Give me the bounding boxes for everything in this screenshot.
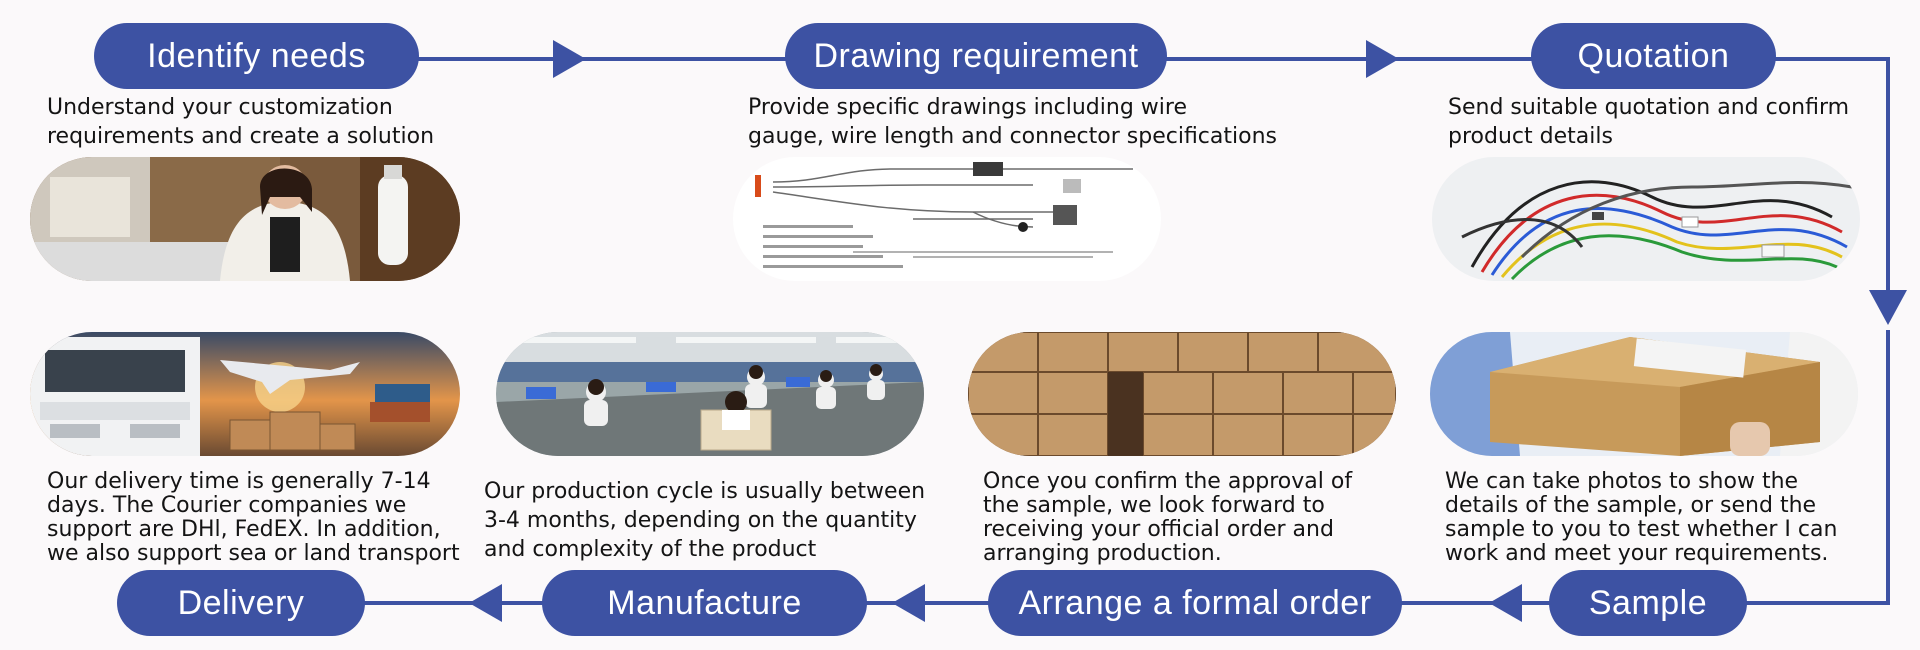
step-delivery-label: Delivery bbox=[117, 570, 365, 636]
wire-harness-photo bbox=[1432, 157, 1860, 281]
step-drawing-requirement-description: Provide specific drawings including wire… bbox=[748, 95, 1277, 149]
truck-plane-photo bbox=[30, 332, 460, 456]
connector-line bbox=[1775, 57, 1890, 295]
businesswoman-phone-photo bbox=[30, 157, 460, 281]
step-delivery-description: Our delivery time is generally 7-14 days… bbox=[47, 469, 460, 566]
wiring-drawing-photo bbox=[733, 157, 1161, 281]
step-manufacture-description: Our production cycle is usually between … bbox=[484, 479, 926, 562]
step-sample-description: We can take photos to show the details o… bbox=[1445, 469, 1838, 566]
step-arrange-formal-order-label: Arrange a formal order bbox=[988, 570, 1402, 636]
step-manufacture-label: Manufacture bbox=[542, 570, 867, 636]
arrow-left-icon bbox=[1489, 584, 1522, 622]
arrow-right-icon bbox=[1366, 40, 1399, 78]
step-quotation-description: Send suitable quotation and confirm prod… bbox=[1448, 95, 1850, 149]
step-quotation-label: Quotation bbox=[1531, 23, 1776, 89]
step-identify-needs-label: Identify needs bbox=[94, 23, 419, 89]
arrow-left-icon bbox=[469, 584, 502, 622]
arrow-right-icon bbox=[553, 40, 586, 78]
carton-stacks-photo bbox=[968, 332, 1396, 456]
step-drawing-requirement-label: Drawing requirement bbox=[785, 23, 1167, 89]
arrow-down-icon bbox=[1869, 290, 1907, 325]
connector-line bbox=[1745, 330, 1890, 605]
parcel-box-photo bbox=[1430, 332, 1858, 456]
factory-workers-photo bbox=[496, 332, 924, 456]
step-identify-needs-description: Understand your customization requiremen… bbox=[47, 95, 435, 149]
step-sample-label: Sample bbox=[1549, 570, 1747, 636]
arrow-left-icon bbox=[892, 584, 925, 622]
step-arrange-formal-order-description: Once you confirm the approval of the sam… bbox=[983, 469, 1353, 566]
